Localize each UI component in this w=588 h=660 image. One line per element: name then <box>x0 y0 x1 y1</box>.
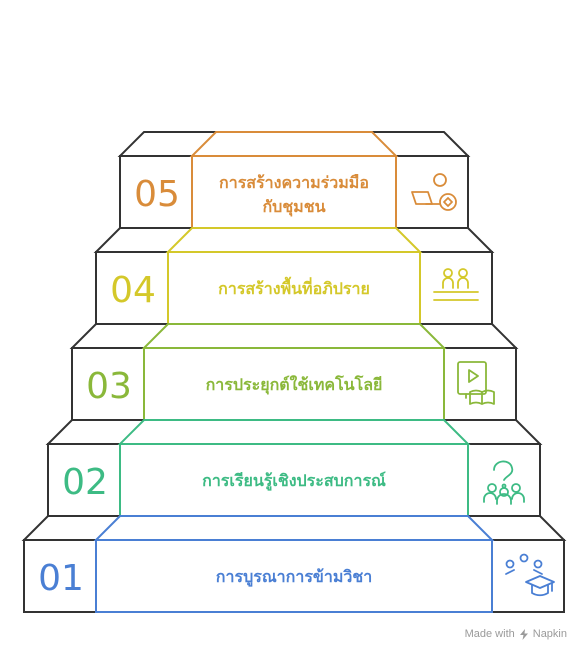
napkin-credit[interactable]: Made with Napkin <box>465 628 567 640</box>
step-label: การบูรณาการข้ามวิชา <box>216 567 372 588</box>
step-02: 02 การเรียนรู้เชิงประสบการณ์ <box>45 419 543 517</box>
community-handshake-icon <box>411 173 457 211</box>
step-label: การเรียนรู้เชิงประสบการณ์ <box>202 471 386 492</box>
step-04: 04 การสร้างพื้นที่อภิปราย <box>93 227 495 325</box>
step-label: การสร้างพื้นที่อภิปราย <box>218 276 370 298</box>
step-number: 02 <box>62 462 108 503</box>
step-number: 01 <box>38 558 84 599</box>
step-label: การประยุกต์ใช้เทคโนโลยี <box>206 374 383 395</box>
group-thinking-icon <box>483 460 525 505</box>
step-number: 05 <box>134 174 180 215</box>
made-with-text: Made with <box>464 628 515 640</box>
step-01: 01 การบูรณาการข้ามวิชา <box>21 515 567 613</box>
people-graduation-cap-icon <box>505 553 555 597</box>
napkin-brand: Napkin <box>532 628 567 640</box>
step-05: 05 การสร้างความร่วมมือ กับชุมชน <box>117 131 471 229</box>
people-discussion-icon <box>433 268 479 301</box>
napkin-bolt-icon <box>519 628 528 640</box>
step-label-line2: กับชุมชน <box>262 197 325 217</box>
step-number: 03 <box>86 366 132 407</box>
step-label-line1: การสร้างความร่วมมือ <box>219 173 369 192</box>
video-book-icon <box>457 361 495 405</box>
step-number: 04 <box>110 270 156 311</box>
step-03: 03 การประยุกต์ใช้เทคโนโลยี <box>69 323 519 421</box>
